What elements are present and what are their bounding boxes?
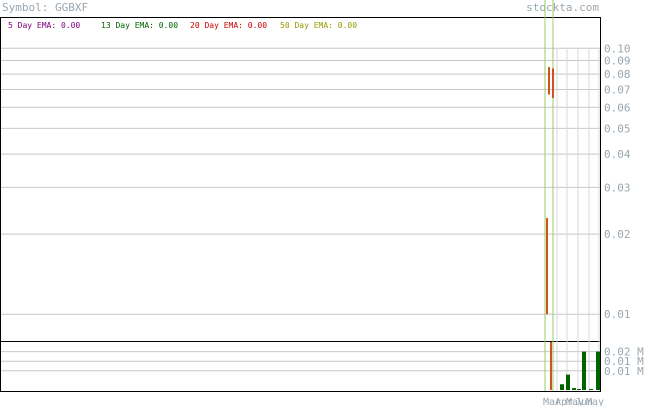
- price-tick-label: 0.10: [604, 42, 631, 55]
- volume-bar: [572, 388, 576, 390]
- legend-item: 50 Day EMA: 0.00: [280, 21, 357, 30]
- price-tick-label: 0.05: [604, 122, 631, 135]
- date-gridlines: [556, 48, 600, 391]
- ema-lines: [544, 0, 554, 391]
- volume-tick-label: 0.01 M: [604, 365, 644, 378]
- volume-bar: [589, 389, 593, 391]
- price-candles: [546, 67, 554, 315]
- volume-bar: [566, 374, 570, 390]
- volume-grid: [1, 351, 600, 372]
- volume-tick-label: 0.02 M: [604, 346, 644, 359]
- price-tick-label: 0.04: [604, 148, 631, 161]
- price-tick-label: 0.02: [604, 228, 631, 241]
- symbol-label: Symbol: GGBXF: [2, 1, 88, 14]
- ema-legend: 5 Day EMA: 0.00 13 Day EMA: 0.00 20 Day EM…: [8, 21, 357, 30]
- volume-axis: 0.02 M0.01 M0.01 M: [604, 346, 644, 378]
- price-tick-label: 0.06: [604, 101, 631, 114]
- date-label: Mar: [543, 397, 561, 406]
- price-tick-label: 0.07: [604, 83, 631, 96]
- legend-item: 13 Day EMA: 0.00: [101, 21, 178, 30]
- volume-bars: [550, 342, 600, 391]
- price-grid: [1, 47, 600, 315]
- date-label: Apr: [555, 397, 573, 406]
- volume-bar: [596, 351, 600, 390]
- price-tick-label: 0.08: [604, 68, 631, 81]
- price-tick-label: 0.03: [604, 181, 631, 194]
- price-tick-label: 0.01: [604, 308, 631, 321]
- volume-bar: [577, 389, 581, 391]
- legend-item: 20 Day EMA: 0.00: [190, 21, 267, 30]
- date-label: May: [586, 397, 604, 406]
- volume-bar: [560, 384, 564, 390]
- legend-item: 5 Day EMA: 0.00: [8, 21, 80, 30]
- brand-watermark: stockta.com: [526, 1, 599, 14]
- date-label: Jun: [575, 397, 593, 406]
- date-label: May: [566, 397, 584, 406]
- volume-panel-frame: [0, 341, 601, 392]
- price-panel-frame: [0, 17, 601, 342]
- volume-tick-label: 0.01 M: [604, 355, 644, 368]
- price-tick-label: 0.09: [604, 54, 631, 67]
- volume-bar: [582, 351, 586, 390]
- price-axis: 0.100.090.08 0.07 0.06 0.05 0.04 0.03 0.02 0.01: [604, 42, 631, 321]
